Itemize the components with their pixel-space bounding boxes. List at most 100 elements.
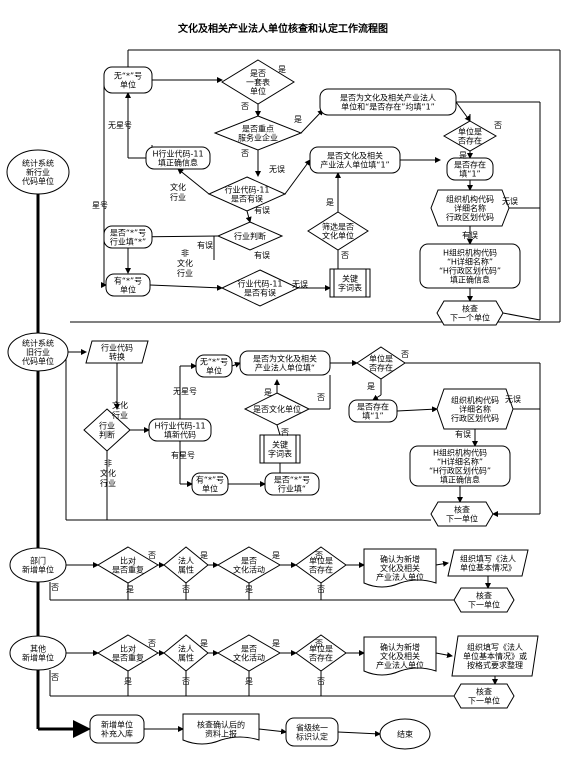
edge-label-l32: 否 xyxy=(317,393,325,402)
node-d11-line-1: 是否有误 xyxy=(244,288,276,298)
node-s3 xyxy=(9,547,67,583)
node-kw1-line-0: 关键 xyxy=(342,274,358,284)
node-b1-line-2: 行政区划代码 xyxy=(446,212,494,222)
connector-87 xyxy=(435,652,453,659)
edge-label-l42: 是 xyxy=(245,585,253,594)
edge-label-l53: 否 xyxy=(317,677,325,686)
node-d12-line-1: 判断 xyxy=(99,430,115,440)
node-d4 xyxy=(442,120,498,152)
edge-label-l40: 否 xyxy=(182,585,190,594)
node-d22-line-1: 是否重复 xyxy=(112,653,144,663)
node-fix2-line-1: 填新代码 xyxy=(164,430,196,440)
node-d7-line-0: 是否文化及相关 xyxy=(327,151,383,161)
edge-label-l44: 否 xyxy=(317,585,325,594)
node-f2-line-2: 按格式要求整理 xyxy=(467,660,523,670)
node-h2 xyxy=(409,445,511,487)
node-c1-line-2: 产业法人单位 xyxy=(376,572,424,582)
node-d2-line-0: 是否重点 xyxy=(242,124,274,134)
node-n4-line-0: 有“*”号 xyxy=(196,475,224,485)
node-d14-line-0: 单位是 xyxy=(369,354,393,364)
node-d23-line-1: 属性 xyxy=(178,653,194,663)
edge-label-l52: 否 xyxy=(315,639,323,648)
node-d1-line-1: 一套表 xyxy=(246,77,270,87)
node-d20-line-0: 是否 xyxy=(241,557,257,566)
node-kw2 xyxy=(259,434,301,464)
node-d6 xyxy=(207,176,287,212)
node-b2-line-2: 行政区划代码 xyxy=(451,413,499,423)
edge-label-l51: 是 xyxy=(245,677,253,686)
node-n1 xyxy=(103,66,153,94)
node-k4-line-0: 核查 xyxy=(476,687,492,697)
edge-label-l3: 是 xyxy=(294,115,302,124)
edge-label-l6: 否 xyxy=(494,121,502,130)
node-d5 xyxy=(446,157,494,181)
edge-label-l8: 星号 xyxy=(92,201,108,210)
edge-label-l27: 非 xyxy=(104,458,112,468)
node-kw2-line-1: 字词表 xyxy=(268,449,292,459)
connector-24 xyxy=(502,312,541,321)
node-f1-line-1: 单位基本情况》 xyxy=(460,563,516,573)
node-d20-line-1: 文化活动 xyxy=(233,565,265,575)
connector-56 xyxy=(276,424,281,436)
edge-label-l43: 否 xyxy=(315,551,323,560)
edge-label-l34: 否 xyxy=(281,428,289,437)
node-d11-line-0: 行业代码-11 xyxy=(237,279,282,289)
node-k3 xyxy=(453,587,515,613)
node-d16-line-0: 是否存在 xyxy=(357,402,389,412)
node-h2-line-1: “H详细名称” xyxy=(437,457,483,467)
connector-98 xyxy=(337,730,381,737)
edge-label-l22: 有误 xyxy=(462,230,478,240)
node-b2-line-0: 组织机构代码 xyxy=(451,395,499,405)
node-kw2-line-0: 关键 xyxy=(272,440,288,450)
edge-label-l24: 文化 xyxy=(112,400,128,410)
node-s3-line-1: 新增单位 xyxy=(22,565,54,575)
connector-5 xyxy=(245,210,252,223)
edge-label-l9: 文化 xyxy=(170,182,186,192)
node-d5-line-0: 是否存在 xyxy=(454,160,486,170)
node-d24-line-0: 是否 xyxy=(241,645,257,654)
connector-97 xyxy=(258,728,287,735)
node-c2-line-2: 产业法人单位 xyxy=(376,660,424,670)
connector-73 xyxy=(435,560,449,567)
node-s1-line-2: 代码单位 xyxy=(22,176,54,186)
node-p1 xyxy=(85,340,149,364)
node-b1-line-1: 详细名称 xyxy=(454,203,486,213)
node-d24-line-1: 文化活动 xyxy=(233,653,265,663)
node-k3-line-1: 下一单位 xyxy=(468,600,500,610)
page-title: 文化及相关产业法人单位核查和认定工作流程图 xyxy=(178,24,388,35)
node-d17-line-1: 行业填“ xyxy=(278,484,306,494)
node-d10-line-1: 行业填“*” xyxy=(110,237,146,247)
node-d14 xyxy=(356,346,406,380)
node-e4 xyxy=(379,718,431,750)
node-d20 xyxy=(217,546,281,584)
node-b2 xyxy=(436,388,514,430)
node-d1 xyxy=(221,59,295,105)
node-d25-line-0: 单位是 xyxy=(309,644,333,654)
node-k1 xyxy=(436,300,504,326)
node-d11 xyxy=(220,269,300,307)
node-h2-line-0: H组织机构代码 xyxy=(433,448,487,458)
node-k4 xyxy=(453,683,515,709)
node-d23 xyxy=(163,634,209,672)
node-d7-line-1: 产业法人单位填“1” xyxy=(320,160,389,170)
node-h1-line-0: H组织机构代码 xyxy=(443,248,497,258)
edge-label-l38: 是 xyxy=(126,585,134,594)
node-d24 xyxy=(217,634,281,672)
node-b1 xyxy=(430,189,510,227)
node-fix1-line-1: 填正确信息 xyxy=(158,158,198,168)
node-e3 xyxy=(285,717,339,747)
node-d25 xyxy=(295,634,347,672)
node-d22-line-0: 比对 xyxy=(120,644,136,654)
node-d4-line-1: 否存在 xyxy=(458,136,482,146)
node-s2-line-1: 旧行业 xyxy=(26,347,50,357)
node-k3-line-0: 核查 xyxy=(476,591,492,601)
node-d13-line-1: 产业法人单位填“ xyxy=(255,363,315,373)
node-d1-line-2: 单位 xyxy=(250,86,266,96)
node-d18-line-1: 是否重复 xyxy=(112,565,144,575)
connector-20 xyxy=(284,159,311,195)
edge-label-l35: 无误 xyxy=(505,395,521,404)
edge-label-l39: 是 xyxy=(200,551,208,560)
node-kw1-line-1: 字词表 xyxy=(338,283,362,293)
node-d7 xyxy=(309,146,401,174)
